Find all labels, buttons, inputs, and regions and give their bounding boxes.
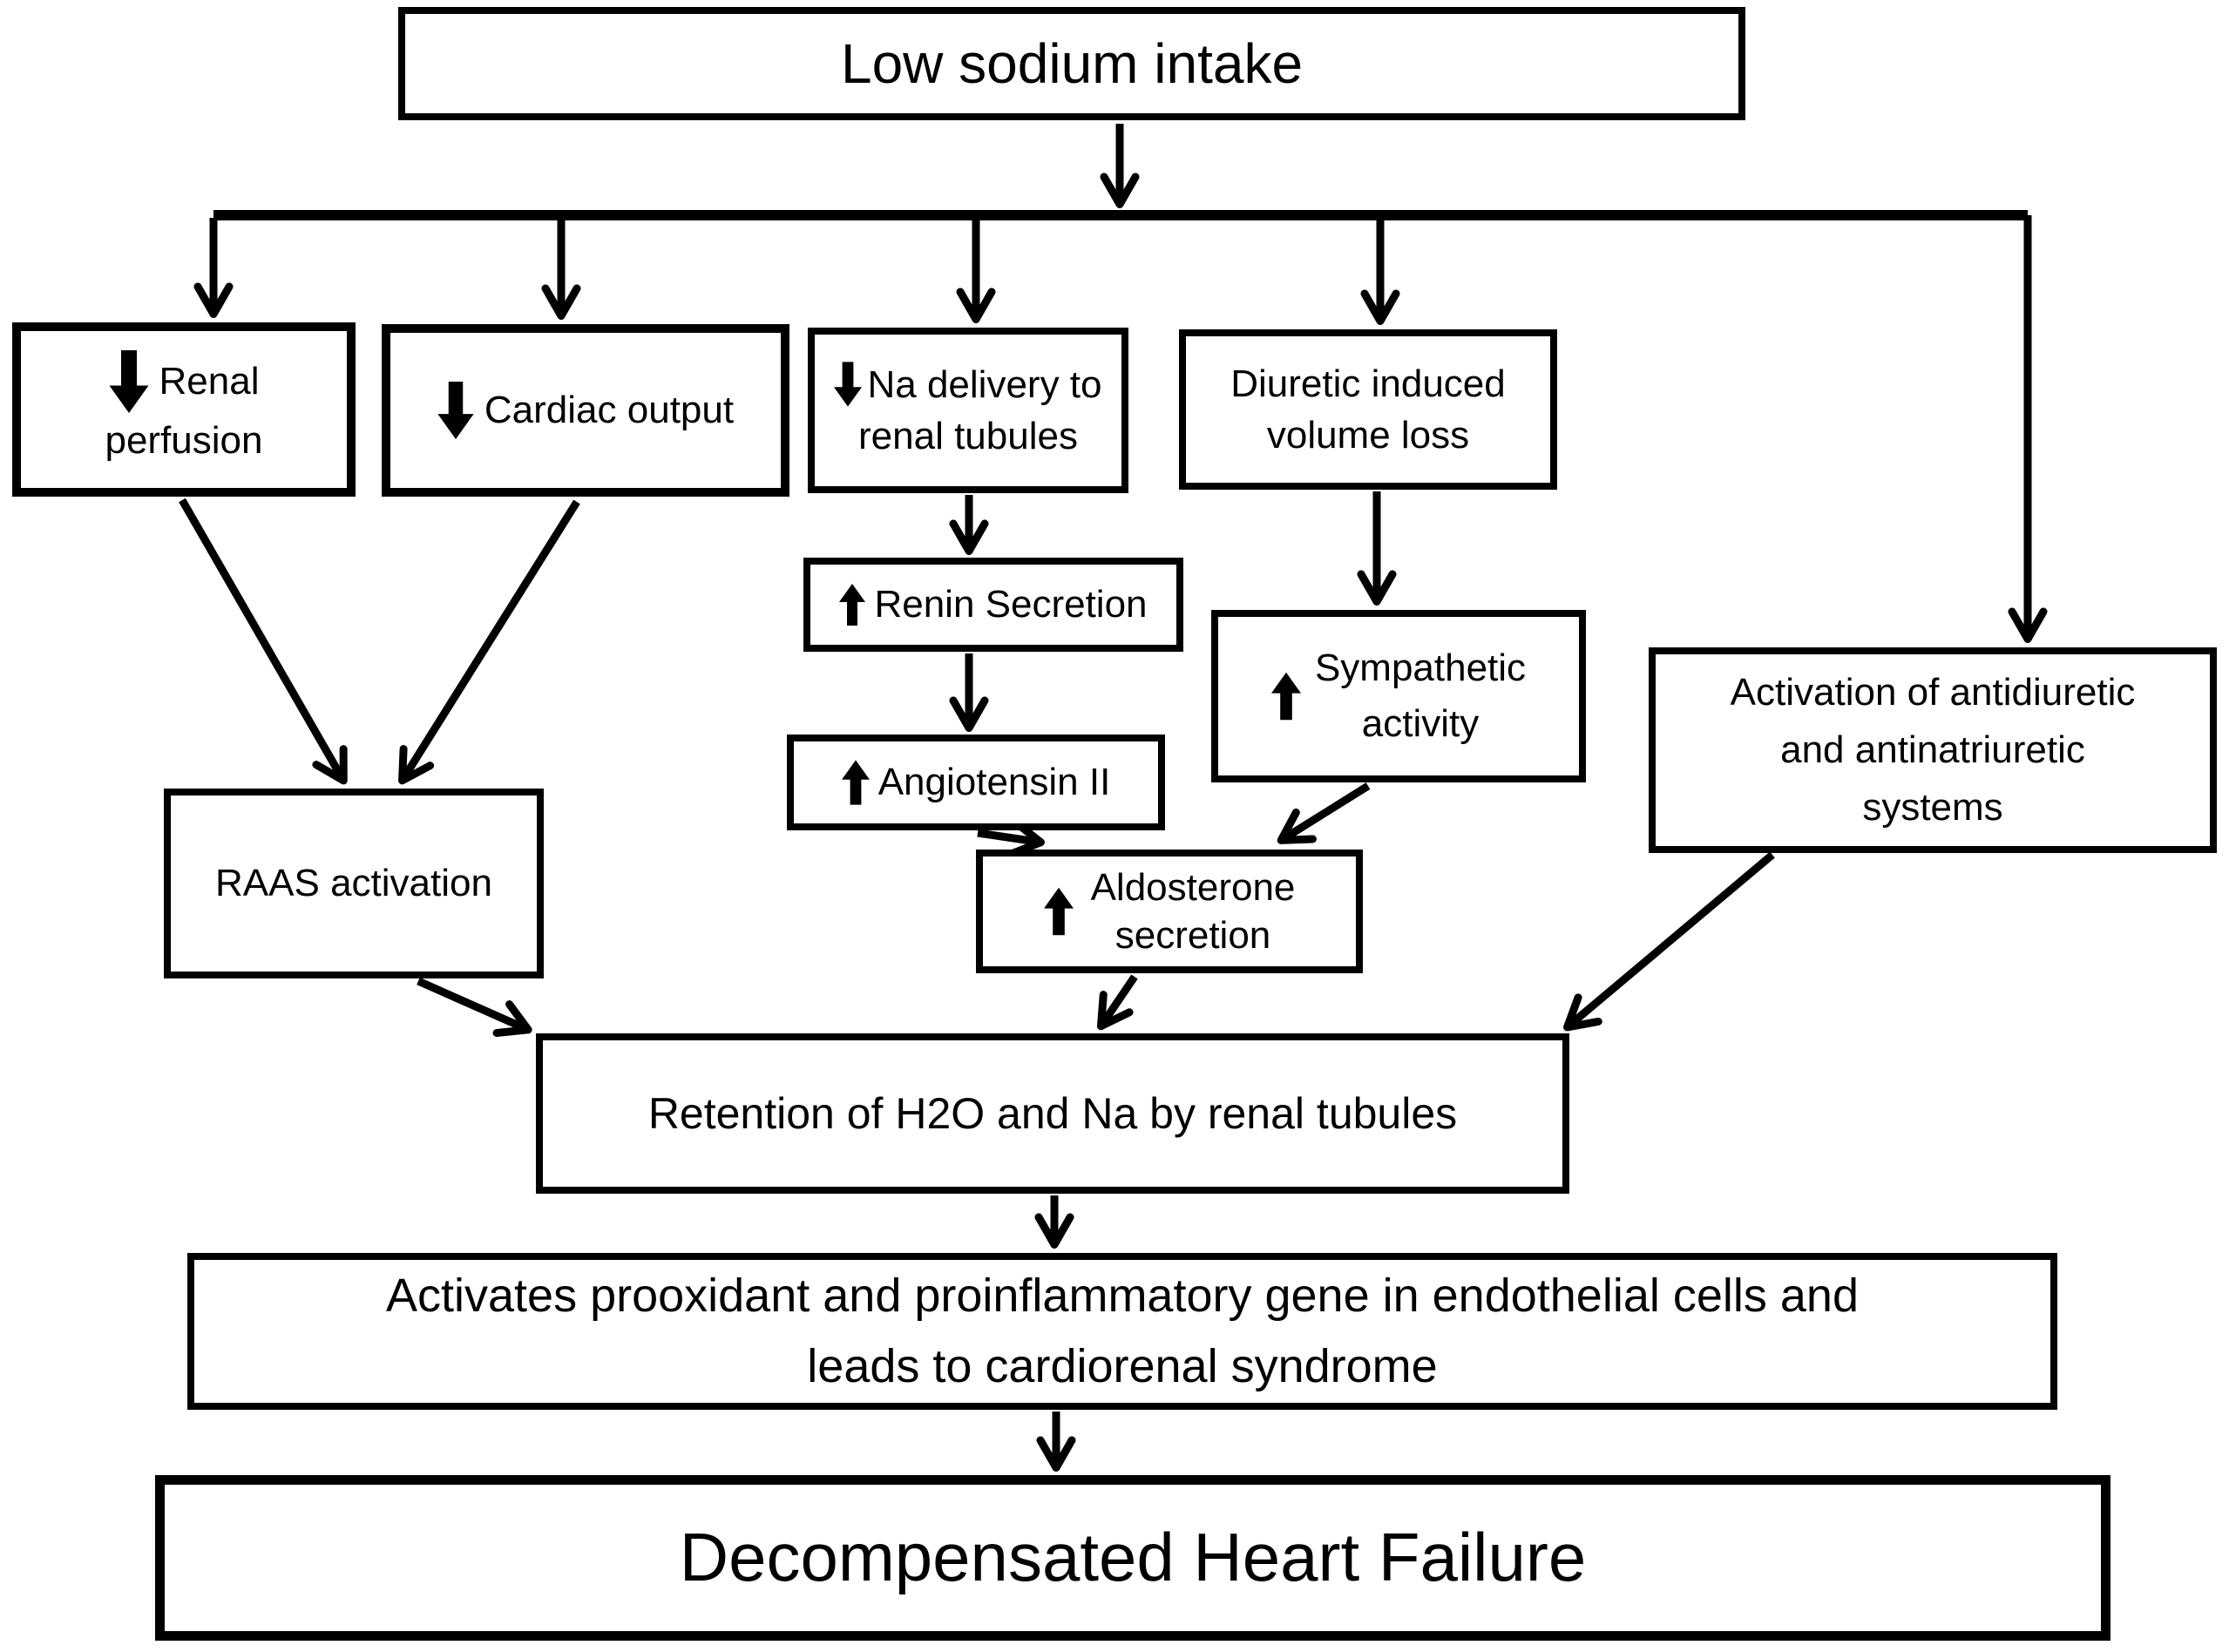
node-label: Renin Secretion [874, 583, 1148, 626]
down-arrow-icon [834, 361, 863, 408]
node-label: Cardiac output [484, 389, 735, 432]
node-label-line2: and antinatriuretic [1780, 728, 2085, 771]
up-arrow-icon [841, 758, 870, 807]
edge-renal-raas [179, 498, 348, 785]
node-diuretic-volume-loss: Diuretic induced volume loss [1179, 329, 1557, 490]
node-label-line3: systems [1862, 786, 2003, 829]
node-label-line1: Aldosterone [1090, 866, 1296, 909]
node-aldosterone-secretion: Aldosterone secretion [976, 850, 1363, 973]
node-label-line1: Diuretic induced [1230, 362, 1506, 405]
node-activates-prooxidant: Activates prooxidant and proinflammatory… [187, 1253, 2057, 1410]
node-label-line1: Activates prooxidant and proinflammatory… [385, 1269, 1859, 1322]
node-label: RAAS activation [215, 862, 492, 905]
node-label: Low sodium intake [840, 31, 1304, 95]
edge-sympathetic-aldosterone [1277, 782, 1371, 844]
node-label-line1: Sympathetic [1314, 647, 1527, 690]
node-label-line2: perfusion [105, 419, 263, 463]
node-label: Retention of H2O and Na by renal tubules [647, 1088, 1458, 1138]
node-renal-perfusion: Renal perfusion [12, 322, 356, 497]
node-label-line2: volume loss [1266, 414, 1470, 457]
node-renin-secretion: Renin Secretion [803, 558, 1183, 652]
node-label-line2: renal tubules [858, 415, 1078, 457]
node-label-line1: Renal [159, 360, 260, 403]
up-arrow-icon [839, 582, 866, 627]
up-arrow-icon [1043, 885, 1074, 938]
edge-antidiuretic-retention [1563, 851, 1775, 1032]
node-label: Decompensated Heart Failure [679, 1519, 1587, 1596]
node-cardiac-output: Cardiac output [382, 324, 789, 497]
node-label-line2: secretion [1114, 914, 1271, 957]
down-arrow-icon [437, 382, 474, 439]
edge-cardiac-raas [398, 499, 580, 785]
node-angiotensin-ii: Angiotensin II [787, 735, 1165, 830]
node-label-line1: Na delivery to [867, 362, 1102, 406]
node-label-line2: activity [1361, 702, 1480, 745]
node-raas-activation: RAAS activation [164, 789, 544, 978]
edge-raas-retention [417, 977, 532, 1038]
up-arrow-icon [1270, 669, 1301, 723]
node-sympathetic-activity: Sympathetic activity [1211, 610, 1586, 782]
node-label-line1: Activation of antidiuretic [1730, 671, 2136, 714]
node-decompensated-heart-failure: Decompensated Heart Failure [155, 1475, 2110, 1641]
down-arrow-icon [109, 350, 149, 414]
edge-aldosterone-retention [1096, 974, 1138, 1031]
node-low-sodium-intake: Low sodium intake [398, 7, 1745, 120]
edge-angiotensin-aldosterone [977, 818, 1045, 858]
node-label: Angiotensin II [877, 761, 1111, 804]
node-retention: Retention of H2O and Na by renal tubules [536, 1033, 1569, 1194]
node-antidiuretic-systems: Activation of antidiuretic and antinatri… [1649, 647, 2217, 853]
node-na-delivery: Na delivery to renal tubules [808, 328, 1128, 493]
node-label-line2: leads to cardiorenal syndrome [807, 1340, 1438, 1392]
